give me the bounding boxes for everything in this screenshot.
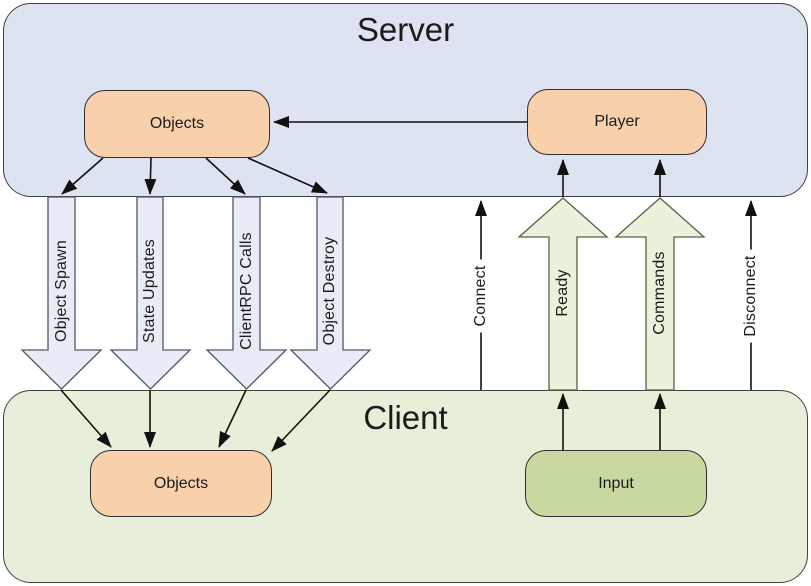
client-objects-node: Objects: [90, 450, 272, 517]
clientrpc-calls-label: ClientRPC Calls: [237, 232, 255, 350]
ready-label: Ready: [554, 269, 572, 317]
server-objects-node: Objects: [84, 90, 270, 158]
server-player-label: Player: [594, 113, 640, 130]
server-player-node: Player: [527, 89, 707, 155]
client-input-label: Input: [598, 474, 634, 492]
state-updates-label: State Updates: [141, 239, 159, 343]
object-destroy-label: Object Destroy: [321, 236, 339, 346]
client-objects-label: Objects: [153, 474, 209, 492]
server-title: Server: [356, 11, 455, 48]
server-objects-label: Objects: [149, 115, 205, 132]
disconnect-label: Disconnect: [742, 249, 760, 343]
connect-label: Connect: [472, 259, 490, 333]
client-title: Client: [363, 399, 448, 436]
client-input-node: Input: [525, 450, 707, 517]
commands-label: Commands: [651, 251, 669, 335]
object-spawn-label: Object Spawn: [52, 239, 70, 343]
